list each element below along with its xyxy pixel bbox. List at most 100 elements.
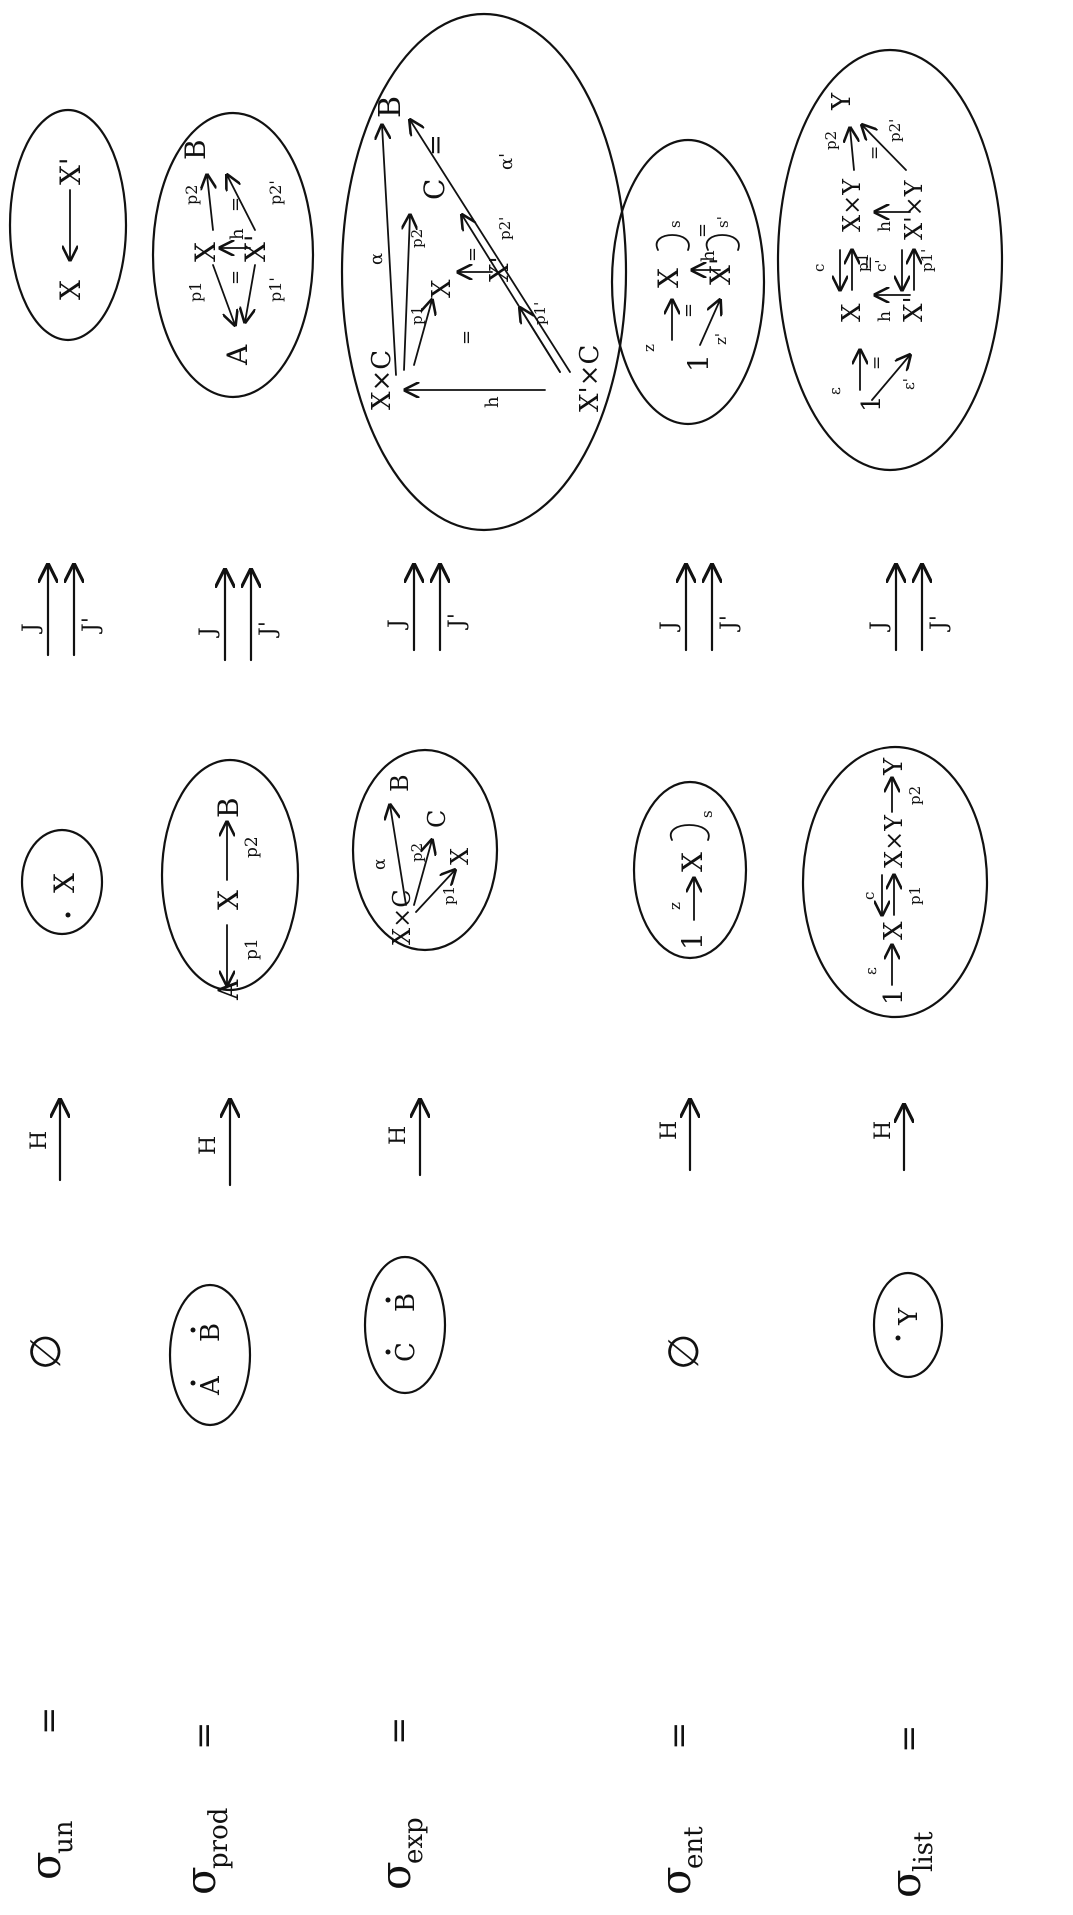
sigma-subscript: list (909, 1831, 939, 1872)
base-sketch-prod: A B (168, 1283, 252, 1427)
arrow-label-p2: p2 (408, 229, 426, 248)
row-list-label: σ list = (881, 1725, 939, 1899)
object-X: X (837, 303, 867, 322)
row-exp-label: σ exp = (371, 1717, 429, 1891)
base-sketch-list: Y (872, 1271, 944, 1379)
equals-sign: = (29, 1707, 69, 1736)
sigma-subscript: prod (204, 1808, 234, 1869)
middle-sketch-prod: A X B p1 p2 (160, 758, 300, 1001)
commutes-sign: = (678, 303, 699, 318)
arrow-label-alpha-prime: α' (496, 153, 517, 170)
arrow-label-alpha: α (370, 858, 390, 870)
row-exp: σ exp = C B H X×C X C B p1 p2 α (340, 12, 628, 1891)
map-label-J-prime: J' (927, 615, 952, 632)
map-label-J: J (196, 627, 221, 638)
row-un: σ un = ∅ H X J J' X X' (8, 108, 128, 1881)
commutes-sign: = (462, 247, 483, 262)
right-sketch-ent: 1 X X' z z' s s' h = = (610, 138, 766, 426)
arrow-label-z-prime: z' (712, 333, 730, 345)
base-sketch-ent: ∅ (659, 1333, 708, 1370)
arrow-label-alpha: α (366, 253, 387, 265)
object-X-times-C: X×C (388, 889, 416, 945)
arrow-label-p1-prime: p1' (266, 277, 285, 302)
middle-sketch-list: 1 X X×Y Y ε c p1 p2 (801, 745, 989, 1019)
commutes-sign: = (867, 356, 887, 370)
arrow-label-p1: p1 (440, 886, 458, 905)
arrow-label-p2: p2 (822, 131, 840, 150)
arrow-label-p2: p2 (182, 185, 201, 205)
arrow-label-p1-prime: p1' (531, 302, 549, 325)
arrow-label-p2: p2 (906, 786, 924, 805)
map-label-J: J (657, 621, 682, 632)
arrow-label-p1: p1 (186, 282, 205, 302)
arrow-label-epsilon: ε (826, 387, 844, 395)
object-X-times-Y: X×Y (880, 814, 908, 868)
object-X-prime: X' (704, 257, 737, 285)
map-label-J-prime: J' (445, 613, 470, 630)
right-sketch-un: X X' (8, 108, 128, 342)
object-B: B (373, 96, 408, 118)
middle-sketch-ent: 1 X z s (632, 780, 748, 960)
commutes-sign: = (865, 146, 885, 160)
object-X: X (189, 242, 222, 262)
arrow-label-epsilon-prime: ε' (900, 378, 918, 390)
sketch-maps-exp: J J' (385, 565, 470, 652)
row-ent-label: σ ent = (651, 1722, 709, 1896)
functor-H-prod: H (196, 1100, 230, 1187)
object-1: 1 (676, 932, 709, 950)
arrow-label-h: h (875, 221, 895, 232)
sketch-maps-prod: J J' (196, 570, 281, 662)
object-1: 1 (857, 395, 887, 412)
arrow-label-p2-prime: p2' (266, 180, 285, 205)
object-B: B (386, 774, 414, 792)
arrow-label-c: c (810, 264, 828, 272)
object-A: A (221, 344, 254, 366)
object-B: B (179, 139, 212, 160)
map-label-J-prime: J' (717, 615, 742, 632)
arrow-label-h: h (698, 250, 719, 262)
sigma-symbol: σ (371, 1861, 420, 1890)
object-X: X (212, 890, 245, 910)
object-Y: Y (894, 1307, 924, 1326)
functor-H-list: H (871, 1105, 904, 1172)
arrow-label-c-prime: c' (872, 259, 890, 272)
object-C: C (418, 179, 451, 200)
empty-set-symbol: ∅ (659, 1333, 708, 1370)
functor-label-H: H (386, 1126, 411, 1145)
object-X: X (446, 848, 474, 865)
row-ent: σ ent = ∅ H 1 X z s J J' 1 X (610, 138, 766, 1896)
arrow-label-z: z (666, 902, 684, 910)
middle-sketch-exp: X×C X C B p1 p2 α (351, 748, 499, 952)
map-label-J: J (867, 621, 892, 632)
functor-label-H: H (871, 1121, 896, 1140)
row-prod: σ prod = A B H A X B p1 p2 J (151, 111, 315, 1895)
object-B: B (196, 1323, 226, 1342)
object-A: A (196, 1375, 226, 1396)
base-sketch-un: ∅ (21, 1333, 70, 1370)
sigma-symbol: σ (881, 1869, 930, 1898)
sketch-maps-list: J J' (867, 565, 952, 652)
functor-H-exp: H (386, 1100, 420, 1177)
sigma-symbol: σ (651, 1866, 700, 1895)
arrow-label-s: s (698, 810, 716, 818)
object-X: X (652, 268, 685, 288)
functor-label-H: H (196, 1136, 221, 1155)
object-X-times-Y: X×Y (838, 178, 866, 232)
commutes-sign: = (456, 330, 477, 345)
arrow-label-p2: p2 (408, 843, 426, 862)
object-X-prime: X' (899, 296, 929, 322)
base-sketch-exp: C B (363, 1255, 447, 1395)
object-X-times-C: X×C (367, 350, 397, 410)
arrow-label-p1: p1 (854, 253, 872, 272)
map-label-J: J (385, 619, 410, 630)
object-X-prime-times-C: X'×C (575, 345, 605, 412)
map-label-J-prime: J' (256, 621, 281, 638)
arrow-label-h: h (482, 396, 503, 408)
equals-sign: = (659, 1722, 699, 1751)
row-un-label: σ un = (21, 1707, 79, 1881)
object-X-prime: X' (54, 157, 87, 185)
arrow-label-h: h (875, 311, 895, 322)
right-sketch-prod: A X B X' p1 p2 p1' p2' h = = (151, 111, 315, 399)
